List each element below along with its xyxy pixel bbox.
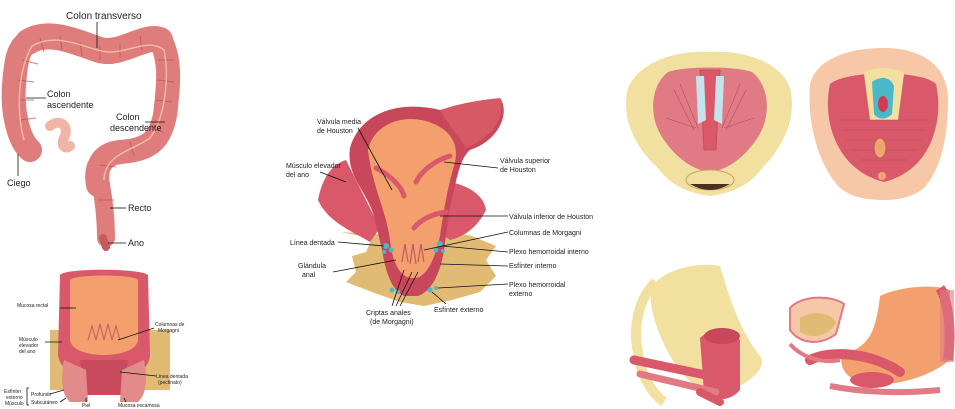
label-cecum: Ciego bbox=[7, 178, 31, 188]
label-inf-valve: Válvula inferior de Houston bbox=[509, 214, 593, 221]
label-ascending-colon-2: ascendente bbox=[47, 100, 94, 110]
pelvic-floor-illustration-1 bbox=[626, 52, 792, 196]
appendix bbox=[50, 123, 70, 148]
label-sup-valve-2: de Houston bbox=[500, 167, 536, 174]
rectum-crosssection-illustration: Válvula media de Houston Músculo elevado… bbox=[286, 98, 593, 326]
label-squamous: Mucosa escamosa bbox=[118, 403, 160, 409]
label-subcutaneous: Subcutáneo bbox=[31, 400, 58, 406]
label-crypts-2: (de Morgagni) bbox=[370, 319, 414, 326]
label-ext-sphincter-center: Esfínter externo bbox=[434, 307, 484, 314]
label-levator-center-2: del ano bbox=[286, 172, 309, 179]
label-mid-valve-2: de Houston bbox=[317, 128, 353, 135]
label-skin: Piel bbox=[82, 403, 90, 409]
pelvic-floor-illustration-2 bbox=[809, 48, 948, 200]
label-ext-sphincter-small-3: Músculo bbox=[5, 401, 24, 407]
label-sup-valve-1: Válvula superior bbox=[500, 158, 551, 165]
label-levator-center-1: Músculo elevador bbox=[286, 163, 342, 170]
label-ascending-colon-1: Colon bbox=[47, 89, 71, 99]
label-columns-center: Columnas de Morgagni bbox=[509, 230, 582, 237]
label-gland-1: Glándula bbox=[298, 263, 326, 270]
label-crypts-1: Criptas anales bbox=[366, 310, 411, 317]
label-ext-plexus-2: externo bbox=[509, 291, 532, 298]
label-rectum: Recto bbox=[128, 203, 152, 213]
anal-canal-small-illustration: Mucosa rectal Músculo elevador del ano C… bbox=[4, 270, 188, 409]
label-levator-small-3: del ano bbox=[19, 349, 36, 355]
pelvis-side-illustration-1 bbox=[634, 265, 762, 402]
label-rectal-mucosa: Mucosa rectal bbox=[17, 303, 48, 309]
label-mid-valve-1: Válvula media bbox=[317, 119, 361, 126]
label-dentate-center: Línea dentada bbox=[290, 240, 335, 247]
pelvis-side-illustration-2 bbox=[790, 287, 954, 392]
colon-illustration: Colon transverso Colon ascendente Colon … bbox=[7, 11, 174, 248]
rectum-tube bbox=[100, 180, 106, 238]
label-int-sphincter: Esfínter interno bbox=[509, 263, 557, 270]
label-deep: Profundo bbox=[31, 392, 52, 398]
label-transverse-colon: Colon transverso bbox=[66, 11, 142, 22]
label-int-plexus: Plexo hemorroidal interno bbox=[509, 249, 589, 256]
label-gland-2: anal bbox=[302, 272, 316, 279]
label-dentate-small-2: (pectinato) bbox=[158, 380, 182, 386]
anal-tip bbox=[103, 238, 106, 247]
label-descending-colon-2: descendente bbox=[110, 123, 162, 133]
label-anus: Ano bbox=[128, 238, 144, 248]
label-descending-colon-1: Colon bbox=[116, 112, 140, 122]
label-columns-small-2: Morgagni bbox=[158, 328, 179, 334]
label-ext-plexus-1: Plexo hemorroidal bbox=[509, 282, 566, 289]
